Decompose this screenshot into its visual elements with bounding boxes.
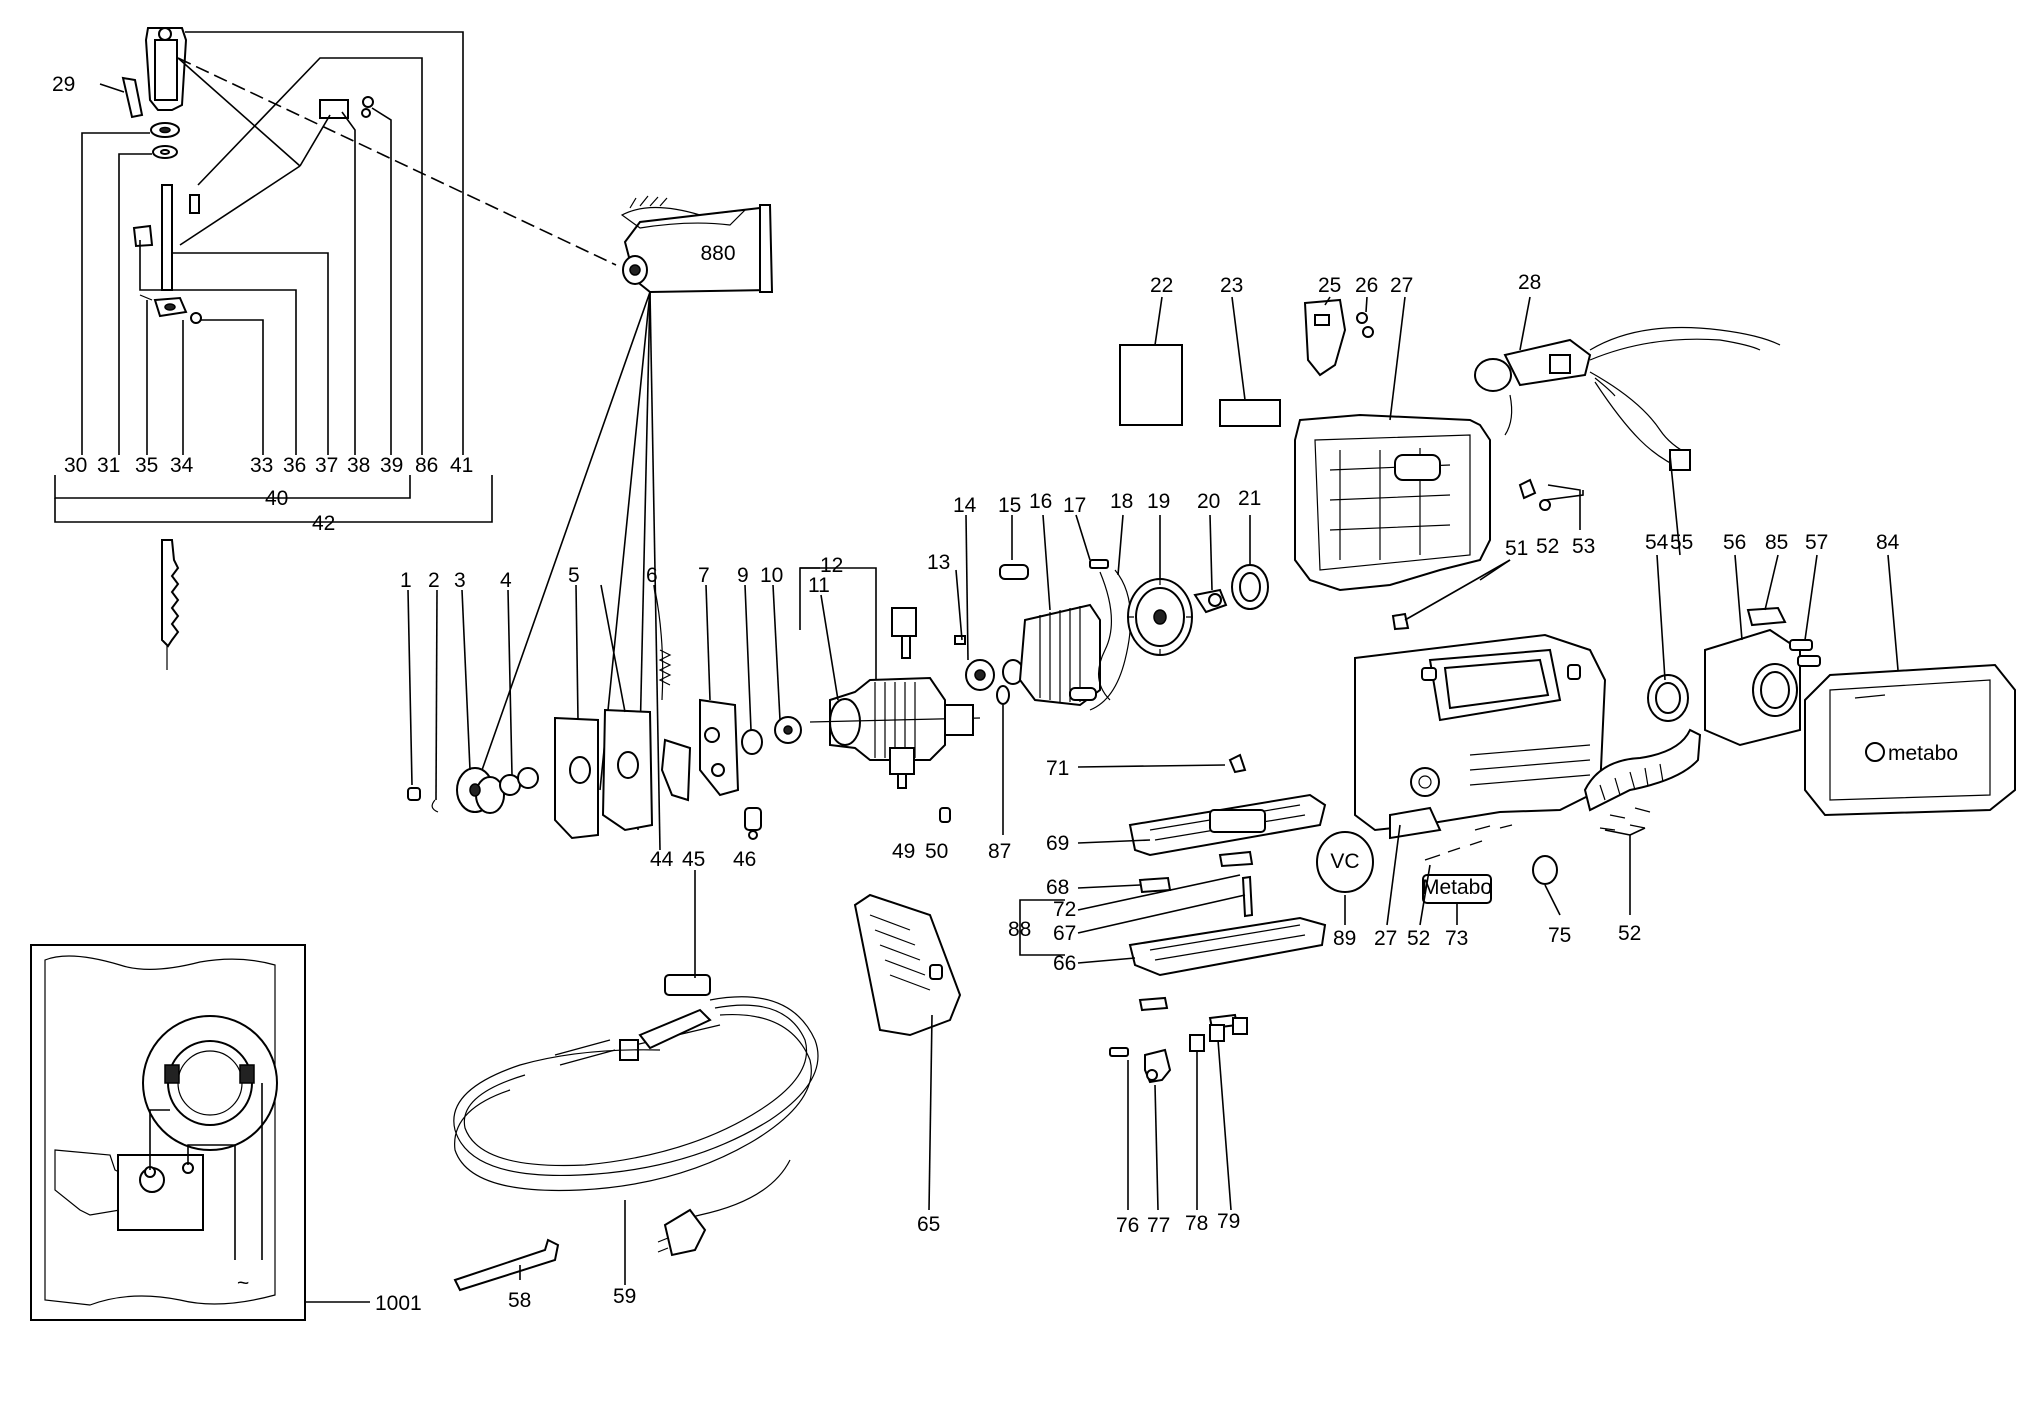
label-52-middle: 52 (1407, 927, 1430, 950)
label-5: 5 (568, 564, 580, 587)
label-9: 9 (737, 564, 749, 587)
label-35: 35 (135, 454, 158, 477)
label-29: 29 (52, 73, 75, 96)
ac-symbol: ~ (237, 1272, 249, 1295)
label-11: 11 (808, 574, 830, 597)
plate-brand: Metabo (1422, 876, 1492, 899)
label-54: 54 (1645, 531, 1669, 554)
label-59: 59 (613, 1285, 636, 1308)
label-76: 76 (1116, 1214, 1139, 1237)
label-45: 45 (682, 848, 705, 871)
part-number-labels: 29 30 31 35 34 33 36 37 38 39 86 41 40 4… (52, 73, 1900, 1315)
label-38: 38 (347, 454, 370, 477)
label-18: 18 (1110, 490, 1133, 513)
label-1: 1 (400, 569, 412, 592)
housing-parts (1119, 298, 1781, 840)
plunger-assembly (121, 27, 374, 324)
label-40: 40 (265, 487, 288, 510)
label-19: 19 (1147, 490, 1170, 513)
label-67: 67 (1053, 922, 1076, 945)
label-73: 73 (1445, 927, 1468, 950)
label-53: 53 (1572, 535, 1595, 558)
label-42: 42 (312, 512, 335, 535)
label-3: 3 (454, 569, 466, 592)
label-41: 41 (450, 454, 473, 477)
wiring-inset: ~ (30, 944, 306, 1321)
label-22: 22 (1150, 274, 1173, 297)
assembly-leader-lines (54, 31, 617, 523)
label-36: 36 (283, 454, 306, 477)
label-66: 66 (1053, 952, 1076, 975)
label-10: 10 (760, 564, 783, 587)
label-77: 77 (1147, 1214, 1170, 1237)
label-14: 14 (953, 494, 977, 517)
grease-leader-lines (474, 291, 661, 851)
power-cable (453, 974, 819, 1292)
label-21: 21 (1238, 487, 1261, 510)
label-87: 87 (988, 840, 1011, 863)
label-15: 15 (998, 494, 1021, 517)
label-56: 56 (1723, 531, 1746, 554)
label-13: 13 (927, 551, 950, 574)
label-72: 72 (1053, 898, 1076, 921)
label-23: 23 (1220, 274, 1243, 297)
label-30: 30 (64, 454, 87, 477)
grease-tube: 880 (620, 195, 774, 294)
label-37: 37 (315, 454, 338, 477)
label-79: 79 (1217, 1210, 1240, 1233)
label-65: 65 (917, 1213, 940, 1236)
blade-guard (853, 893, 962, 1037)
label-20: 20 (1197, 490, 1220, 513)
label-33: 33 (250, 454, 273, 477)
label-71: 71 (1046, 757, 1069, 780)
label-89: 89 (1333, 927, 1356, 950)
label-25: 25 (1318, 274, 1341, 297)
label-69: 69 (1046, 832, 1069, 855)
saw-blade (161, 539, 180, 670)
vc-dial-text: VC (1330, 850, 1359, 873)
label-55: 55 (1670, 531, 1693, 554)
dust-extraction-parts: metabo (1583, 606, 2016, 817)
label-58: 58 (508, 1289, 531, 1312)
label-39: 39 (380, 454, 403, 477)
label-6: 6 (646, 564, 658, 587)
label-26: 26 (1355, 274, 1378, 297)
label-68: 68 (1046, 876, 1069, 899)
label-51: 51 (1505, 537, 1528, 560)
label-27-bottom: 27 (1374, 927, 1397, 950)
grease-tube-text: 880 (700, 242, 735, 265)
label-85: 85 (1765, 531, 1788, 554)
gear-train-parts (407, 559, 1269, 840)
label-44: 44 (650, 848, 674, 871)
label-7: 7 (698, 564, 710, 587)
label-52-right: 52 (1618, 922, 1641, 945)
label-28: 28 (1518, 271, 1541, 294)
label-4: 4 (500, 569, 512, 592)
label-78: 78 (1185, 1212, 1208, 1235)
label-27-top: 27 (1390, 274, 1413, 297)
label-57: 57 (1805, 531, 1828, 554)
label-31: 31 (97, 454, 120, 477)
label-52-top: 52 (1536, 535, 1559, 558)
label-88: 88 (1008, 918, 1031, 941)
base-plate-assembly: VC Metabo (1109, 753, 1651, 1084)
label-16: 16 (1029, 490, 1052, 513)
label-17: 17 (1063, 494, 1086, 517)
case-brand: metabo (1888, 742, 1958, 765)
label-46: 46 (733, 848, 756, 871)
label-2: 2 (428, 569, 440, 592)
label-34: 34 (170, 454, 194, 477)
part-leader-lines (305, 296, 1899, 1303)
label-50: 50 (925, 840, 948, 863)
label-1001: 1001 (375, 1292, 422, 1315)
label-84: 84 (1876, 531, 1900, 554)
label-75: 75 (1548, 924, 1571, 947)
label-12: 12 (820, 554, 843, 577)
label-86: 86 (415, 454, 438, 477)
label-49: 49 (892, 840, 915, 863)
